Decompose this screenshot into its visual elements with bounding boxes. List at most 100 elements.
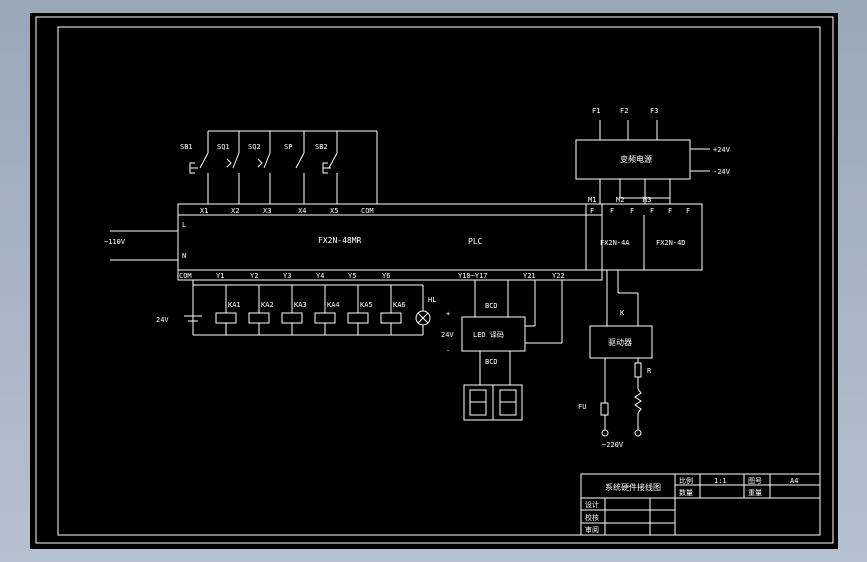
fuse-label: FU <box>578 403 586 411</box>
plc-body[interactable] <box>177 203 603 281</box>
freq-input-lines <box>599 120 658 140</box>
switch-label-3: SQ2 <box>248 143 261 151</box>
switch-bank <box>189 130 378 204</box>
module-term-4: F <box>650 207 654 215</box>
drawing-title: 系统硬件接线图 <box>605 482 661 492</box>
coil-label-ka3: KA3 <box>294 301 307 309</box>
output-wiring <box>184 280 424 336</box>
coil-ka3[interactable] <box>281 312 303 324</box>
ratio-value: 1:1 <box>714 477 727 485</box>
freq-out-minus: -24V <box>713 168 731 176</box>
lamp-label: HL <box>428 296 436 304</box>
freq-converter-box[interactable] <box>575 139 691 180</box>
count-label: 数量 <box>679 488 693 497</box>
coil-label-ka4: KA4 <box>327 301 340 309</box>
coil-label-ka6: KA6 <box>393 301 406 309</box>
output-y3: Y3 <box>283 272 291 280</box>
output-y5: Y5 <box>348 272 356 280</box>
approver-label: 审阅 <box>585 525 599 534</box>
input-x2: X2 <box>231 207 239 215</box>
plc-label: PLC <box>468 237 483 246</box>
digit-left <box>469 389 487 416</box>
dc-24v: 24V <box>441 331 454 339</box>
drawing-no-value: A4 <box>790 477 798 485</box>
output-y10: Y10~Y17 <box>458 272 488 280</box>
led-decoder-box[interactable] <box>461 316 526 352</box>
weight-label: 重量 <box>748 489 762 497</box>
plc-power-l: L <box>182 221 186 229</box>
bcd-bottom-label: BCD <box>485 358 498 366</box>
coil-ka5[interactable] <box>347 312 369 324</box>
switch-label-2: SQ1 <box>217 143 230 151</box>
output-y1: Y1 <box>216 272 224 280</box>
module-m1: M1 <box>588 196 596 204</box>
digit-right <box>499 389 517 416</box>
resistor-label: R <box>647 367 652 375</box>
dc-plus: + <box>446 310 450 318</box>
inner-border <box>57 26 821 536</box>
title-block <box>580 473 821 536</box>
module-m2: M2 <box>616 196 624 204</box>
freq-in-f1: F1 <box>592 107 600 115</box>
driver-label: 驱动器 <box>608 337 632 347</box>
dc-24v-label: 24V <box>156 316 169 324</box>
input-x1: X1 <box>200 207 208 215</box>
driver-box[interactable] <box>589 325 653 359</box>
com-top: COM <box>361 207 374 215</box>
coil-label-ka5: KA5 <box>360 301 373 309</box>
freq-in-f2: F2 <box>620 107 628 115</box>
com-bottom: COM <box>179 272 192 280</box>
schematic-canvas: SB1 SQ1 SQ2 SP SB2 X1 X2 X3 X4 X5 COM L … <box>35 16 834 544</box>
ac-input-label: ~110V <box>104 238 126 246</box>
freq-in-f3: F3 <box>650 107 658 115</box>
drawing-no-label: 图号 <box>748 477 762 485</box>
ac-220-label: ~220V <box>602 441 624 449</box>
coil-ka6[interactable] <box>380 312 402 324</box>
ratio-label: 比例 <box>679 476 693 485</box>
coil-ka1[interactable] <box>215 312 237 324</box>
output-y22: Y22 <box>552 272 565 280</box>
coil-label-ka1: KA1 <box>228 301 241 309</box>
decoder-label: LED 译码 <box>473 331 504 339</box>
plc-model: FX2N-48MR <box>318 236 362 245</box>
switch-label-1: SB1 <box>180 143 193 151</box>
output-y6: Y6 <box>382 272 390 280</box>
terminal-left <box>601 429 609 437</box>
checker-label: 校核 <box>585 513 599 522</box>
drive-signal-label: K <box>620 309 625 317</box>
module-port-a: FX2N-4A <box>600 239 630 247</box>
bcd-top-label: BCD <box>485 302 498 310</box>
output-y4: Y4 <box>316 272 324 280</box>
dc-minus: - <box>446 347 450 355</box>
designer-label: 设计 <box>585 500 599 509</box>
switch-label-4: SP <box>284 143 292 151</box>
plc-power-n: N <box>182 252 186 260</box>
freq-module-links <box>599 179 671 204</box>
freq-out-plus: +24V <box>713 146 731 154</box>
module-term-6: F <box>686 207 690 215</box>
drive-wiring <box>604 270 642 430</box>
coil-ka2[interactable] <box>248 312 270 324</box>
input-x3: X3 <box>263 207 271 215</box>
output-y2: Y2 <box>250 272 258 280</box>
fuse-fu <box>600 402 609 416</box>
module-term-5: F <box>668 207 672 215</box>
outer-border <box>35 16 834 544</box>
resistor-r <box>634 362 642 378</box>
input-x4: X4 <box>298 207 306 215</box>
module-term-3: F <box>630 207 634 215</box>
output-y21: Y21 <box>523 272 536 280</box>
freq-converter-label: 变频电源 <box>620 154 652 164</box>
module-m3: M3 <box>643 196 651 204</box>
decoder-wiring <box>474 280 563 385</box>
module-port-b: FX2N-4D <box>656 239 686 247</box>
coil-ka4[interactable] <box>314 312 336 324</box>
lamp-icon <box>415 310 431 326</box>
input-x5: X5 <box>330 207 338 215</box>
cad-viewport[interactable]: SB1 SQ1 SQ2 SP SB2 X1 X2 X3 X4 X5 COM L … <box>30 13 838 549</box>
terminal-right <box>634 429 642 437</box>
switch-label-5: SB2 <box>315 143 328 151</box>
coil-label-ka2: KA2 <box>261 301 274 309</box>
module-term-2: F <box>610 207 614 215</box>
module-term-1: F <box>590 207 594 215</box>
